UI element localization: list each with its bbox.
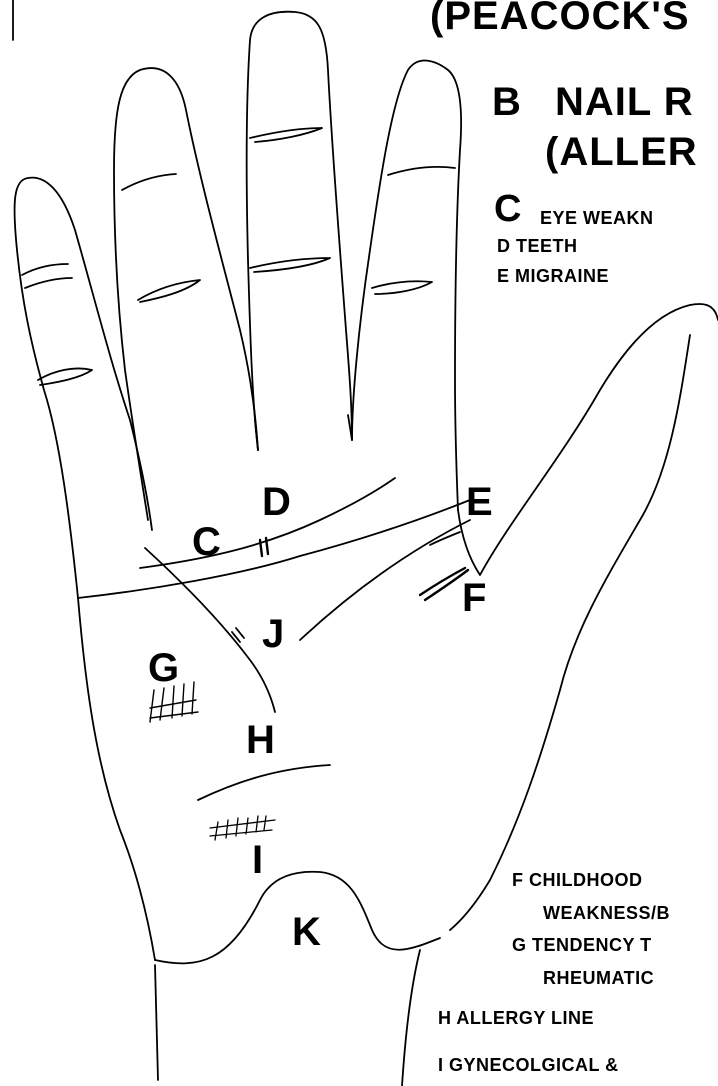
- legend-i: I GYNECOLGICAL &: [438, 1055, 619, 1076]
- f-marks: [420, 568, 468, 600]
- crease-index-2: [372, 281, 432, 294]
- thumb-inner: [450, 335, 690, 930]
- page-title: (PEACOCK'S: [430, 0, 690, 39]
- legend-g-line2: RHEUMATIC: [543, 968, 654, 989]
- legend-c-letter: C: [494, 188, 522, 231]
- ring-finger-outline: [114, 68, 258, 520]
- little-finger-outline: [15, 178, 152, 598]
- palm-label-i: I: [252, 838, 263, 883]
- crease-little-1: [22, 264, 72, 288]
- heading-b-letter: B: [492, 80, 522, 125]
- legend-f-line1: F CHILDHOOD: [512, 870, 643, 891]
- palm-label-h: H: [246, 718, 275, 763]
- palm-left-edge: [78, 598, 155, 960]
- crease-ring-2: [138, 280, 200, 302]
- crease-ring-1: [122, 174, 176, 190]
- thumb-outline: [458, 304, 718, 575]
- legend-d: D TEETH: [497, 236, 578, 257]
- palm-label-j: J: [262, 612, 284, 657]
- legend-g-line1: G TENDENCY T: [512, 935, 652, 956]
- legend-h: H ALLERGY LINE: [438, 1008, 594, 1029]
- legend-f-line2: WEAKNESS/B: [543, 903, 670, 924]
- legend-c-text: EYE WEAKN: [540, 208, 654, 229]
- crease-little-2: [38, 368, 92, 385]
- heading-b-line1: NAIL R: [555, 80, 694, 125]
- palm-label-d: D: [262, 480, 291, 525]
- index-finger-outline: [352, 61, 461, 510]
- heading-b-line2: (ALLER: [545, 130, 698, 175]
- palm-label-c: C: [192, 520, 221, 565]
- allergy-line: [198, 765, 330, 800]
- middle-finger-outline: [247, 12, 352, 450]
- wrist-right: [402, 950, 420, 1086]
- palm-label-g: G: [148, 646, 179, 691]
- crease-index-1: [388, 167, 455, 175]
- teeth-marks: [260, 538, 268, 556]
- palm-label-k: K: [292, 910, 321, 955]
- wrist-left: [155, 965, 158, 1080]
- palm-label-f: F: [462, 576, 486, 621]
- i-marks: [210, 816, 275, 840]
- crease-middle-2: [250, 258, 330, 272]
- legend-e: E MIGRAINE: [497, 266, 609, 287]
- palm-label-e: E: [466, 480, 493, 525]
- crease-middle-1: [250, 128, 322, 142]
